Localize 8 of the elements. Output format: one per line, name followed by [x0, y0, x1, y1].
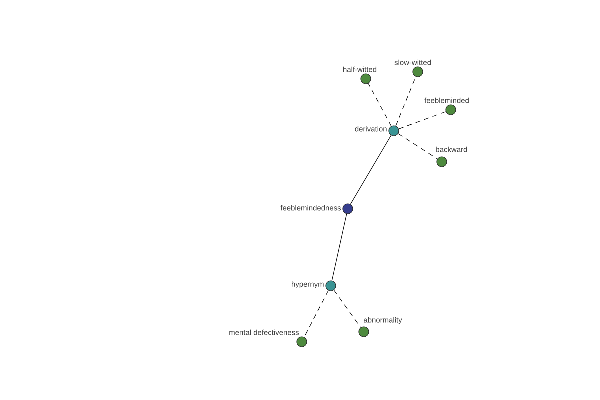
- connector-line: [396, 76, 416, 126]
- connector-line: [398, 112, 446, 130]
- connector-line: [350, 135, 392, 205]
- connector-line: [334, 290, 362, 328]
- connector-line: [332, 214, 348, 282]
- connector-line: [304, 290, 329, 338]
- connector-line: [368, 83, 392, 127]
- connector-line: [398, 134, 438, 160]
